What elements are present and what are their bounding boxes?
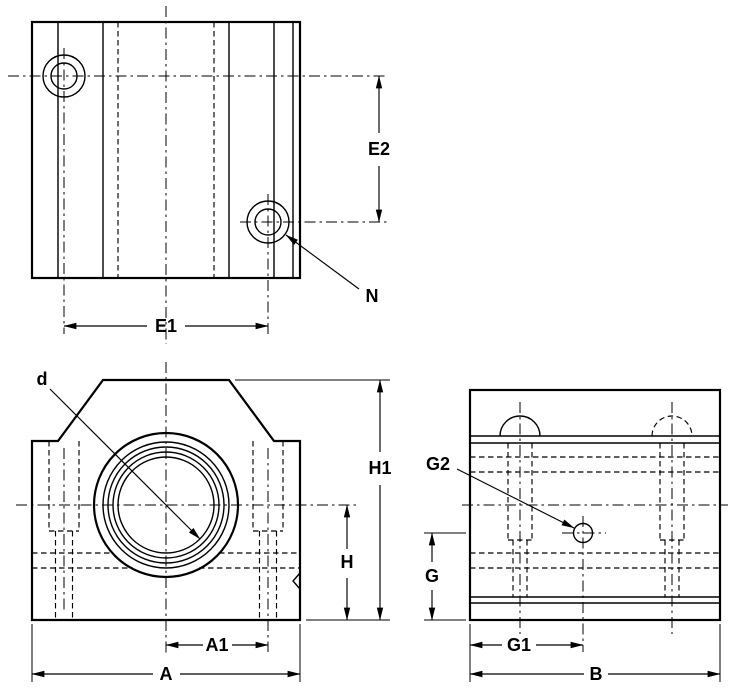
dimension-e1: E1	[63, 316, 269, 336]
grease-hole	[572, 522, 594, 544]
top-view-hidden-bore-edges	[117, 22, 215, 278]
label-a1: A1	[205, 635, 228, 655]
mounting-hole-top-left	[42, 54, 86, 98]
dimension-g1: G1	[469, 624, 584, 682]
callout-n: N	[285, 234, 379, 306]
front-view	[16, 362, 356, 656]
label-n: N	[366, 286, 379, 306]
dome-visible	[499, 415, 541, 437]
dimension-h: H	[341, 504, 354, 621]
side-view-centerlines	[462, 402, 728, 652]
label-a: A	[160, 664, 173, 684]
label-g2: G2	[426, 454, 450, 474]
label-h1: H1	[368, 458, 391, 478]
callout-d: d	[37, 369, 201, 540]
callout-g2: G2	[426, 454, 575, 529]
dimension-h1: H1	[235, 379, 392, 621]
dimension-e2: E2	[368, 75, 390, 223]
front-view-hidden-holes	[32, 441, 300, 620]
dimension-b: B	[469, 624, 721, 684]
dome-hidden	[651, 415, 693, 437]
label-b: B	[590, 664, 603, 684]
side-view-edges	[470, 435, 720, 604]
label-d: d	[37, 369, 48, 389]
label-h: H	[341, 552, 354, 572]
side-view-hidden	[470, 443, 720, 597]
top-view	[8, 6, 388, 344]
dimension-a: A	[31, 624, 301, 684]
front-view-centerlines	[16, 362, 356, 656]
chamfer-mark	[292, 572, 301, 590]
label-e1: E1	[155, 316, 177, 336]
front-view-body	[30, 378, 302, 622]
side-view	[462, 388, 728, 652]
top-view-centerlines	[8, 6, 388, 344]
dimension-a1: A1	[165, 635, 269, 655]
label-g1: G1	[507, 635, 531, 655]
label-g: G	[425, 566, 439, 586]
mounting-hole-bottom-right	[246, 200, 290, 244]
label-e2: E2	[368, 139, 390, 159]
dimension-g: G	[424, 532, 466, 621]
